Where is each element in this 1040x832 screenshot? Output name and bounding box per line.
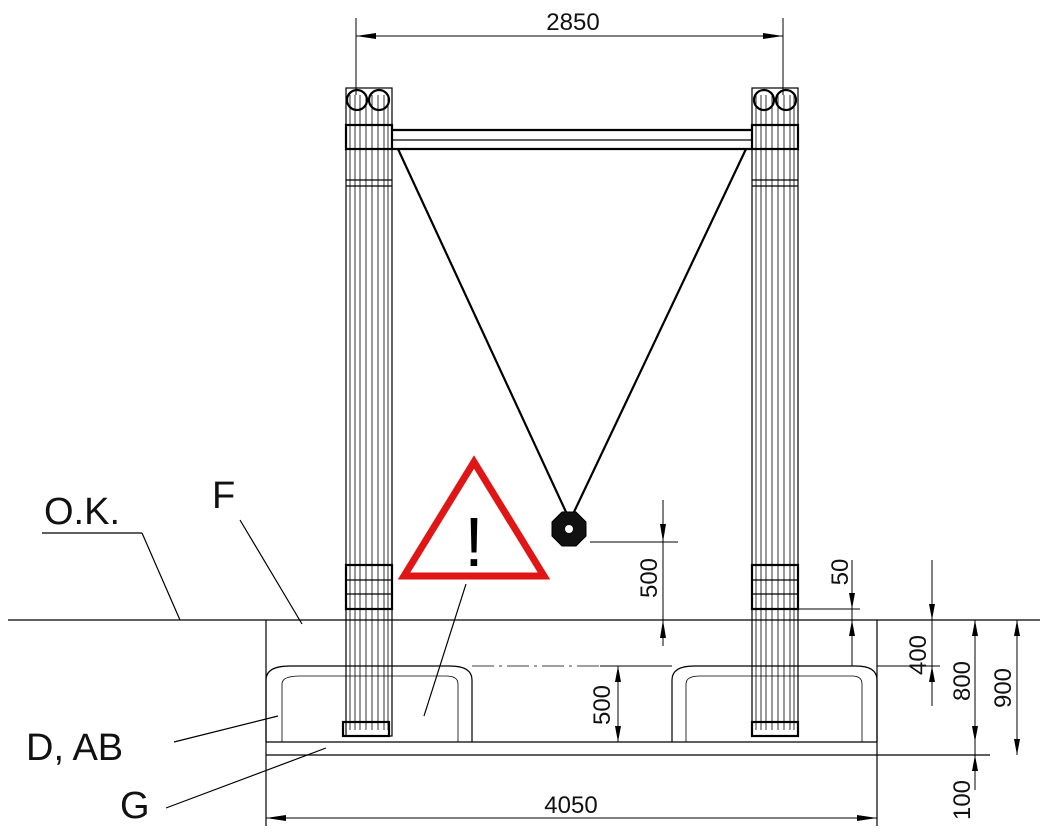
label-g-text: G [120,785,150,827]
label-filling: F [212,475,303,625]
right-post [750,87,800,738]
dim-500-clearance-label: 500 [636,558,663,598]
top-beam [392,128,752,151]
label-f-text: F [212,475,235,517]
warning-triangle-icon [397,455,551,580]
dim-2850-label: 2850 [546,9,599,36]
dimension-depths: 50 400 800 900 100 [798,559,1020,820]
dim-4050-label: 4050 [544,792,597,819]
dimension-footing-height: 500 [589,665,672,743]
dim-500-footing-label: 500 [589,685,616,725]
dim-50-label: 50 [827,559,854,586]
dimension-top: 2850 [355,9,784,95]
dim-900-label: 900 [990,668,1017,708]
label-gravel: G [120,747,327,827]
dimension-bottom: 4050 [266,792,877,821]
label-ground-level: O.K. [42,491,181,621]
label-footing: D, AB [26,715,279,769]
dim-800-label: 800 [949,661,976,701]
warning-sign: ! [397,455,551,717]
label-d-ab-text: D, AB [26,727,123,769]
left-footing [265,665,473,742]
right-footing [671,665,878,742]
swing [397,148,747,547]
label-ok-text: O.K. [44,491,120,533]
dim-400-label: 400 [905,635,932,675]
dim-100-label: 100 [949,780,976,820]
left-post [341,87,394,738]
warning-exclamation: ! [464,503,483,581]
dimension-clearance: 500 [590,500,678,646]
